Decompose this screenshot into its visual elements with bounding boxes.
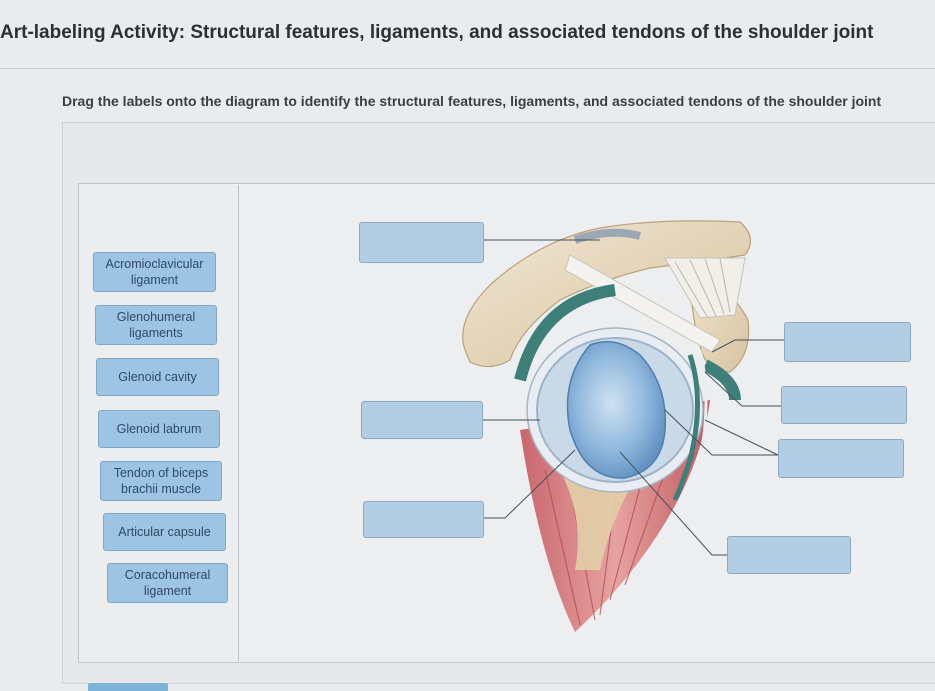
ligament-band	[665, 258, 745, 318]
drop-target-2[interactable]	[361, 401, 483, 439]
drop-target-7[interactable]	[727, 536, 851, 574]
label-text: Glenoid labrum	[117, 421, 202, 437]
label-articular-capsule[interactable]: Articular capsule	[103, 513, 226, 551]
drop-target-5[interactable]	[781, 386, 907, 424]
drop-target-6[interactable]	[778, 439, 904, 478]
drop-target-3[interactable]	[363, 501, 484, 538]
label-glenoid-labrum[interactable]: Glenoid labrum	[98, 410, 220, 448]
drop-target-4[interactable]	[784, 322, 911, 362]
submit-button-edge[interactable]	[88, 683, 168, 691]
label-glenoid-cavity[interactable]: Glenoid cavity	[96, 358, 219, 396]
label-text: Glenoid cavity	[118, 369, 197, 385]
label-text: Articular capsule	[118, 524, 210, 540]
drop-target-1[interactable]	[359, 222, 484, 263]
